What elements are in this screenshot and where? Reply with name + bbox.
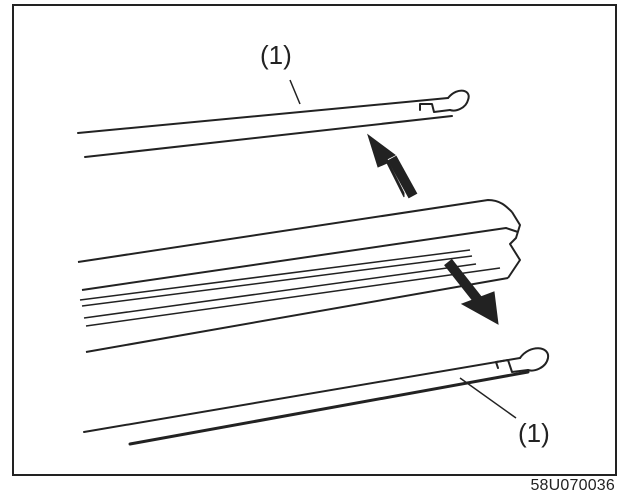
arrow-up-icon	[367, 133, 405, 198]
figure-code: 58U070036	[530, 477, 615, 494]
top-metal-strip	[77, 89, 470, 158]
bottom-metal-strip	[83, 347, 550, 446]
bottom-callout-leader	[459, 377, 517, 419]
rubber-blade	[77, 199, 521, 353]
top-callout-leader	[289, 79, 301, 105]
arrow-up-shaft	[387, 155, 418, 199]
callout-label-bottom: (1)	[518, 418, 550, 448]
figure-frame	[12, 4, 617, 476]
arrow-down-shaft	[444, 258, 482, 304]
callout-label-top: (1)	[260, 40, 292, 70]
arrow-down-icon	[460, 291, 499, 325]
